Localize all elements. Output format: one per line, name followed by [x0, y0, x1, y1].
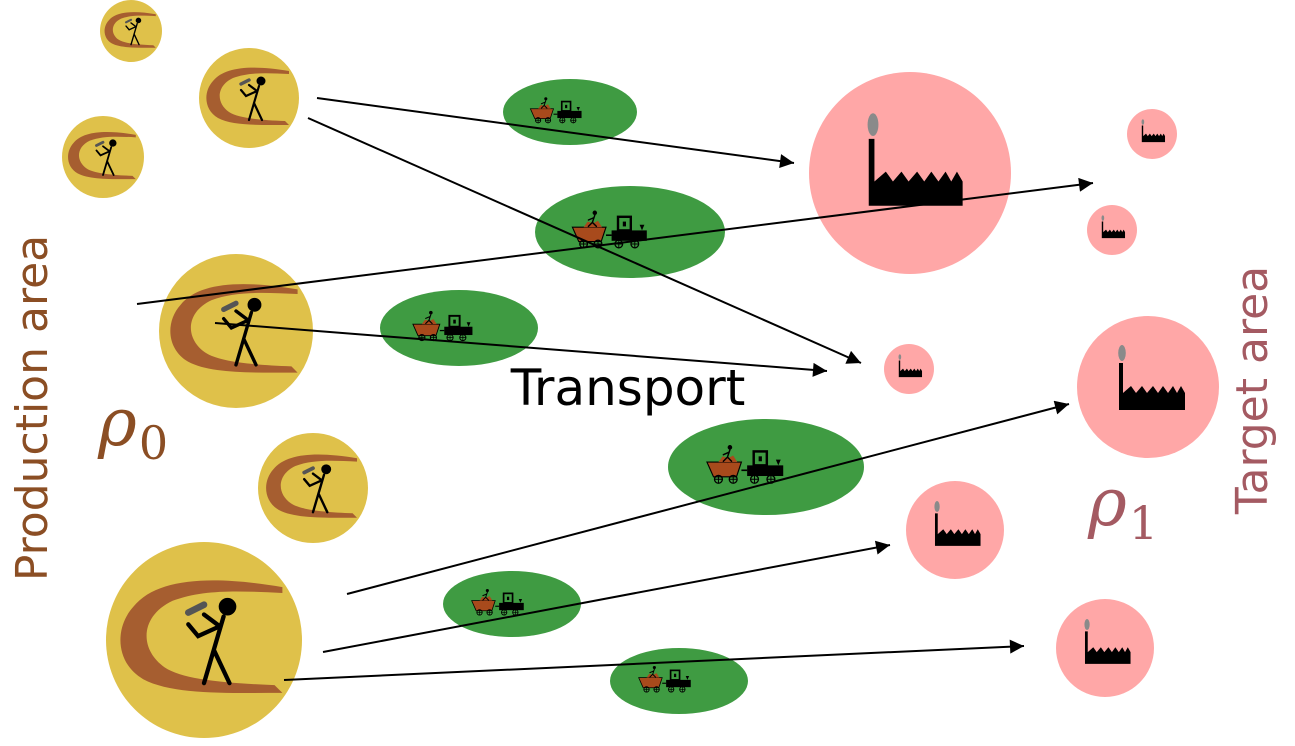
mine-cart-train-icon: [529, 97, 582, 124]
rho0-subscript: 0: [138, 416, 169, 470]
miner-icon: [184, 597, 237, 686]
rho1-symbol: ρ1: [1088, 470, 1158, 547]
miner-icon: [95, 139, 117, 176]
transport-arrow: [322, 540, 891, 653]
transport-vehicles: [380, 79, 864, 714]
rock-tunnel-icon: [120, 580, 283, 693]
rock-tunnel-icon: [206, 67, 289, 126]
transport-label: Transport: [510, 359, 746, 417]
rho1-subscript: 1: [1128, 496, 1159, 550]
factory-icon: [1084, 619, 1131, 664]
rho0-symbol: ρ0: [98, 390, 168, 467]
factory-circle: [1127, 109, 1177, 159]
transport-vehicle: [503, 79, 637, 145]
transport-arrow: [283, 639, 1025, 681]
transport-arrows: [136, 97, 1094, 681]
mine-cart-train-icon: [471, 588, 524, 616]
factory-circle: [884, 344, 934, 394]
mine-site: [159, 254, 313, 408]
factory-icon: [934, 501, 981, 546]
mine-site: [106, 542, 302, 738]
production-sites: [62, 0, 368, 738]
mine-site: [258, 433, 368, 543]
transport-vehicle: [610, 648, 748, 714]
factory-site: [906, 481, 1004, 579]
factory-icon: [898, 354, 923, 378]
transport-arrow: [136, 177, 1094, 305]
miner-icon: [239, 76, 266, 122]
miner-icon: [302, 464, 332, 514]
mine-cart-train-icon: [638, 665, 691, 693]
mine-site: [62, 116, 144, 198]
factory-icon: [1118, 345, 1185, 410]
rock-tunnel-icon: [104, 12, 156, 48]
transport-arrow: [307, 117, 862, 364]
factory-site: [1077, 316, 1219, 458]
rho0-letter: ρ: [98, 384, 137, 461]
transport-vehicle: [380, 290, 538, 366]
mine-cart-train-icon: [412, 310, 473, 342]
factory-circle: [906, 481, 1004, 579]
transport-arrow: [316, 97, 795, 169]
factory-circle: [1056, 599, 1154, 697]
factory-circle: [1077, 316, 1219, 458]
factory-icon: [1141, 119, 1166, 143]
mine-site: [199, 48, 299, 148]
rock-tunnel-icon: [170, 284, 298, 373]
factory-site: [1087, 205, 1137, 255]
factory-site: [884, 344, 934, 394]
rock-tunnel-icon: [266, 454, 357, 518]
target-sites: [809, 72, 1219, 697]
miner-icon: [124, 17, 142, 46]
factory-site: [809, 72, 1011, 274]
rho1-letter: ρ: [1088, 464, 1127, 541]
factory-site: [1127, 109, 1177, 159]
factory-circle: [809, 72, 1011, 274]
factory-icon: [867, 113, 963, 206]
target-area-label: Target area: [1227, 265, 1278, 515]
transport-arrow: [346, 400, 1070, 595]
transport-vehicle: [443, 571, 581, 637]
factory-icon: [1101, 215, 1126, 239]
rock-tunnel-icon: [68, 132, 136, 180]
mine-site: [100, 0, 162, 62]
transport-arrow: [214, 322, 828, 377]
transport-vehicle: [668, 419, 864, 515]
factory-circle: [1087, 205, 1137, 255]
factory-site: [1056, 599, 1154, 697]
production-area-label: Production area: [7, 234, 58, 582]
